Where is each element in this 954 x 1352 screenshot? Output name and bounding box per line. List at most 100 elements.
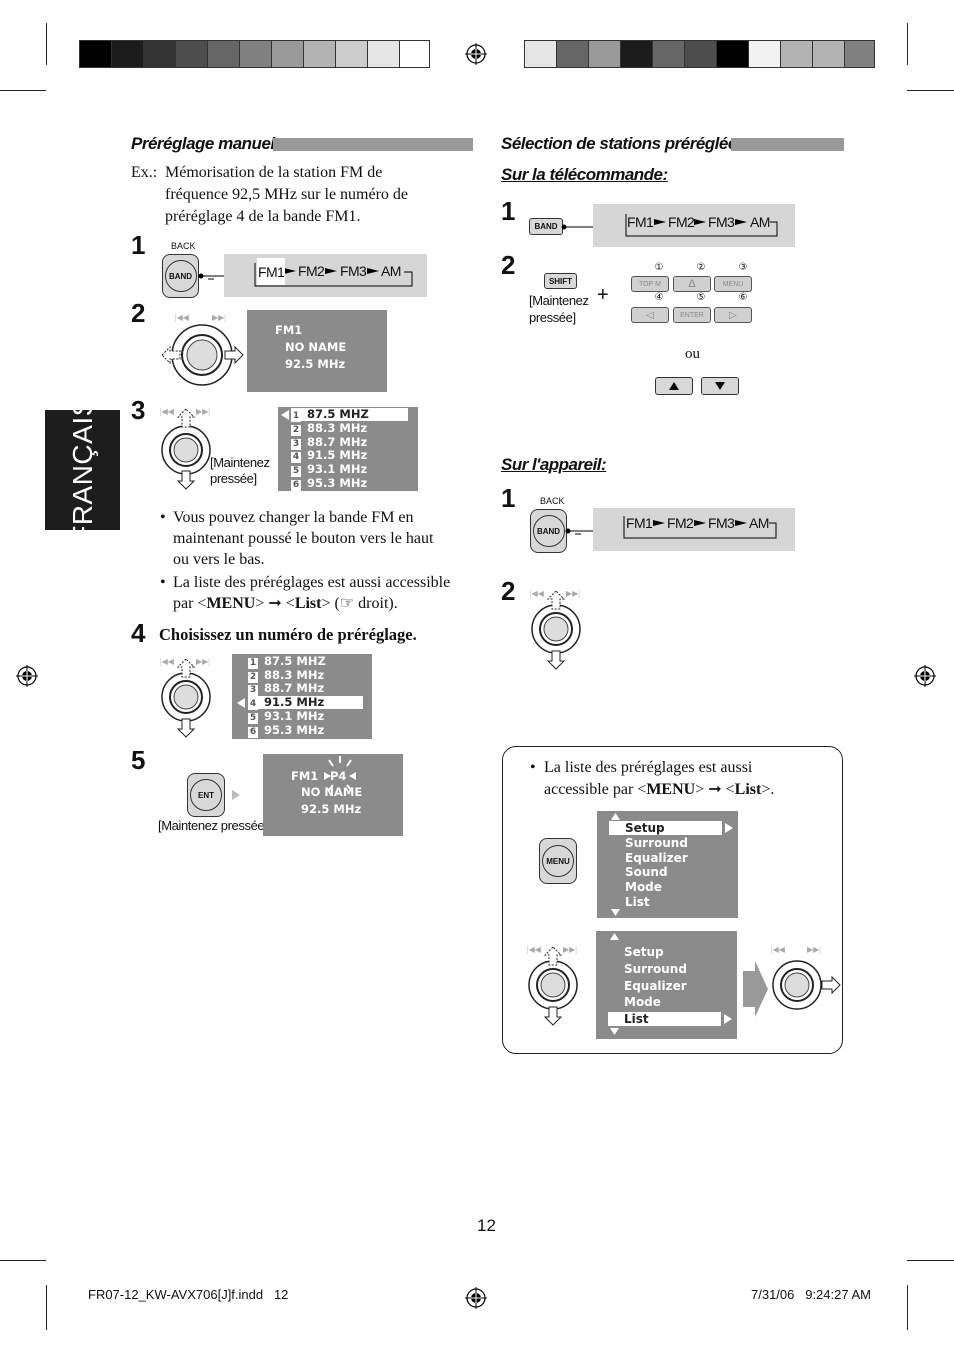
registration-mark-icon	[16, 665, 38, 687]
preset-number: 6	[291, 480, 301, 491]
circled-number: ⑤	[696, 292, 706, 303]
ent-button-face: ENT	[190, 779, 222, 811]
control-dial-up-down-icon[interactable]: |◀◀▶▶|	[158, 405, 214, 491]
hold-label: pressée]	[529, 310, 576, 325]
svg-text:|◀◀: |◀◀	[771, 945, 786, 954]
remote-topm-button[interactable]: TOP M	[631, 276, 669, 292]
remote-down-arrow-button[interactable]	[701, 377, 739, 395]
bullet-line: ou vers le bas.	[173, 551, 265, 568]
ent-button[interactable]: ENT	[187, 773, 225, 817]
lcd-step5: FM1 P4 NO NAME 92.5 MHz	[263, 754, 403, 836]
menu-item-selected: Setup	[609, 821, 722, 835]
lcd-step2: FM1 NO NAME 92.5 MHz	[247, 310, 387, 392]
control-dial-left-right-icon[interactable]: |◀◀▶▶|	[160, 310, 245, 390]
arrow-icon: ➞	[708, 781, 722, 798]
circled-number: ②	[696, 262, 706, 273]
title-rule	[731, 138, 844, 151]
connector-icon	[565, 528, 593, 535]
lcd-preset: P4	[330, 769, 347, 783]
intro-line: fréquence 92,5 MHz sur le numéro de	[165, 186, 409, 203]
language-tab: FRANÇAIS	[45, 397, 120, 543]
control-dial-up-down-icon[interactable]: |◀◀▶▶|	[158, 655, 214, 739]
svg-text:|◀◀: |◀◀	[527, 945, 542, 954]
control-dial-up-down-icon[interactable]: |◀◀▶▶|	[525, 943, 581, 1027]
remote-menu-button[interactable]: MENU	[714, 276, 752, 292]
menu-item: Mode	[624, 995, 661, 1009]
preset-number: 3	[291, 439, 301, 450]
info-line: accessible par <MENU> ➞ <List>.	[544, 779, 774, 800]
submenu-arrow-icon	[725, 823, 733, 833]
up-arrow-icon	[669, 382, 679, 390]
bullet-line: Vous pouvez changer la bande FM en	[173, 509, 414, 526]
control-dial-right-icon[interactable]: |◀◀ ▶▶|	[767, 943, 843, 1027]
step-number: 4	[131, 618, 146, 648]
menu-keyword: MENU	[646, 781, 696, 798]
arrow-icon: ➞	[268, 595, 282, 612]
circled-number: ①	[654, 262, 664, 273]
step-number: 1	[501, 483, 516, 513]
menu-button[interactable]: MENU	[539, 838, 577, 884]
svg-text:▶▶|: ▶▶|	[807, 945, 821, 954]
scroll-down-icon	[611, 909, 620, 916]
list-keyword: List	[294, 595, 322, 612]
remote-band-button[interactable]: BAND	[529, 218, 563, 235]
svg-text:▶▶|: ▶▶|	[196, 657, 210, 666]
section-title-preset-selection: Sélection de stations préréglées	[501, 134, 746, 153]
registration-mark-icon	[465, 43, 487, 65]
band-fm3: FM3	[708, 515, 735, 531]
menu-item: Surround	[624, 962, 687, 976]
menu-item: Equalizer	[624, 979, 687, 993]
svg-text:|◀◀: |◀◀	[175, 313, 190, 322]
remote-left-button[interactable]: ◁	[631, 307, 669, 323]
subtitle-device: Sur l'appareil:	[501, 455, 607, 474]
band-fm1: FM1	[627, 214, 654, 230]
menu-lcd-2: Setup Surround Equalizer Mode List	[596, 931, 737, 1039]
band-cycle-arrows	[625, 214, 778, 237]
menu-item: Equalizer	[625, 851, 688, 865]
band-am: AM	[750, 214, 770, 230]
connector-icon	[561, 224, 594, 230]
intro-line: préréglage 4 de la bande FM1.	[165, 208, 361, 225]
plus-sign: +	[597, 284, 609, 306]
remote-enter-button[interactable]: ENTER	[673, 307, 711, 323]
remote-right-button[interactable]: ▷	[714, 307, 752, 323]
hold-label: [Maintenez pressée]	[158, 818, 268, 833]
circled-number: ③	[738, 262, 748, 273]
text-run: >.	[761, 781, 775, 798]
band-button-label: BAND	[536, 526, 561, 536]
preset-number: 2	[248, 672, 258, 683]
band-cycle-arrows	[254, 263, 413, 287]
bullet-line: par <MENU> ➞ <List> (☞ droit).	[173, 593, 398, 614]
svg-text:|◀◀: |◀◀	[160, 407, 175, 416]
step-number: 3	[131, 395, 146, 425]
band-button[interactable]: BAND	[162, 254, 199, 298]
step-number: 5	[131, 745, 146, 775]
preset-number: 1	[291, 411, 301, 422]
selector-arrow-icon	[237, 698, 245, 708]
menu-item: Sound	[625, 865, 668, 879]
selector-arrow-icon	[281, 410, 289, 420]
menu-button-label: MENU	[546, 856, 570, 866]
text-run: <	[281, 595, 295, 612]
bullet-line: La liste des préréglages est aussi acces…	[173, 574, 451, 591]
remote-shift-button[interactable]: SHIFT	[544, 273, 577, 289]
text-run: >	[695, 781, 709, 798]
hold-label: [Maintenez	[529, 293, 589, 308]
step-number: 2	[501, 250, 516, 280]
back-label: BACK	[540, 496, 565, 506]
svg-text:|◀◀: |◀◀	[530, 589, 545, 598]
band-button[interactable]: BAND	[530, 509, 567, 553]
intro-line: Mémorisation de la station FM de	[165, 164, 383, 181]
remote-up-arrow-button[interactable]	[655, 377, 693, 395]
remote-up-button[interactable]: ∆	[673, 276, 711, 292]
control-dial-up-down-icon[interactable]: |◀◀▶▶|	[528, 587, 584, 671]
band-button-face: BAND	[164, 260, 197, 292]
band-fm1: FM1	[257, 258, 286, 285]
submenu-arrow-icon	[724, 1014, 732, 1024]
